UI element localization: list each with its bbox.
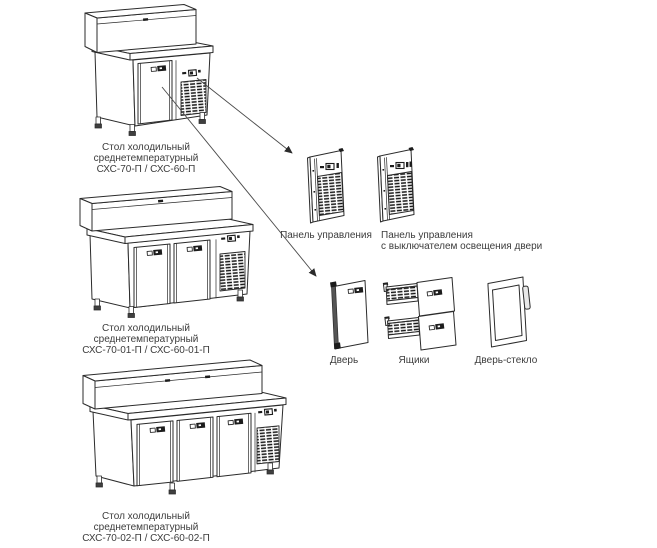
table-2-drawing — [79, 186, 254, 318]
table-1-door — [137, 60, 173, 125]
drawers-drawing — [382, 277, 457, 351]
drawer-2-front — [418, 311, 457, 351]
panel-dash-icon — [390, 165, 394, 168]
table-3-side-face — [92, 410, 135, 487]
table-2-label-line3: СХС-70-01-П / СХС-60-01-П — [82, 345, 210, 356]
glass-pane — [492, 284, 523, 341]
control-panel-light-switch-label: Панель управления с выключателем освещен… — [381, 230, 551, 252]
table-3-drawing — [82, 359, 287, 495]
table-leg — [93, 298, 101, 311]
table-leg — [266, 462, 274, 475]
table-leg — [127, 306, 135, 318]
table-1-label-line3: СХС-70-П / СХС-60-П — [96, 164, 196, 175]
vent-grille — [219, 251, 246, 292]
table-3-door-3 — [216, 412, 252, 478]
glass-door-handle-icon — [522, 285, 531, 310]
table-3-door-2 — [176, 416, 214, 482]
panel-switch-icon — [406, 162, 409, 168]
arrow-to-control-panel — [196, 77, 293, 154]
table-2-side-face — [89, 233, 131, 309]
vent-grille — [256, 425, 280, 465]
vent-grille — [180, 79, 207, 116]
table-3-door-1 — [136, 420, 174, 487]
vent-grille — [387, 171, 414, 215]
control-panel-drawing — [307, 148, 345, 224]
table-3-label: Стол холодильный среднетемпературный СХС… — [46, 511, 246, 544]
table-leg — [198, 112, 206, 124]
control-panel-light-switch-drawing — [377, 147, 415, 223]
light-switch-icon — [409, 161, 412, 167]
table-3-label-line2: среднетемпературный — [93, 522, 199, 533]
drawer-1-front — [416, 277, 455, 317]
table-3-label-line3: СХС-70-02-П / СХС-60-02-П — [82, 533, 210, 544]
table-1-side-face — [94, 51, 136, 127]
table-3-label-line1: Стол холодильный — [102, 511, 190, 522]
glass-door-drawing — [487, 276, 531, 348]
table-2-label-line1: Стол холодильный — [102, 323, 190, 334]
control-panel-label: Панель управления — [276, 230, 376, 241]
panel-switch-icon — [336, 163, 339, 168]
door-label: Дверь — [329, 355, 359, 366]
table-leg — [94, 116, 102, 129]
table-2-door-2 — [173, 239, 211, 304]
drawers-label: Ящики — [398, 355, 430, 366]
table-leg — [95, 475, 103, 488]
table-leg — [168, 482, 176, 495]
table-2-door-1 — [133, 243, 171, 308]
table-2-label: Стол холодильный среднетемпературный СХС… — [46, 323, 246, 356]
table-1-drawing — [84, 4, 214, 136]
table-leg — [128, 124, 136, 136]
table-leg — [236, 289, 244, 302]
panel-dash-icon — [320, 166, 324, 169]
control-panel-light-switch-label-line2: с выключателем освещения двери — [381, 241, 543, 252]
vent-grille — [317, 172, 344, 216]
table-1-label-line2: среднетемпературный — [93, 153, 199, 164]
control-panel-label-line1: Панель управления — [280, 230, 372, 241]
door-drawing — [330, 280, 369, 350]
table-1-label-line1: Стол холодильный — [102, 142, 190, 153]
glass-door-label: Дверь-стекло — [474, 355, 538, 366]
arrow-to-door — [161, 86, 317, 277]
control-panel-light-switch-label-line1: Панель управления — [381, 230, 473, 241]
table-2-label-line2: среднетемпературный — [93, 334, 199, 345]
table-1-label: Стол холодильный среднетемпературный СХС… — [46, 142, 246, 175]
